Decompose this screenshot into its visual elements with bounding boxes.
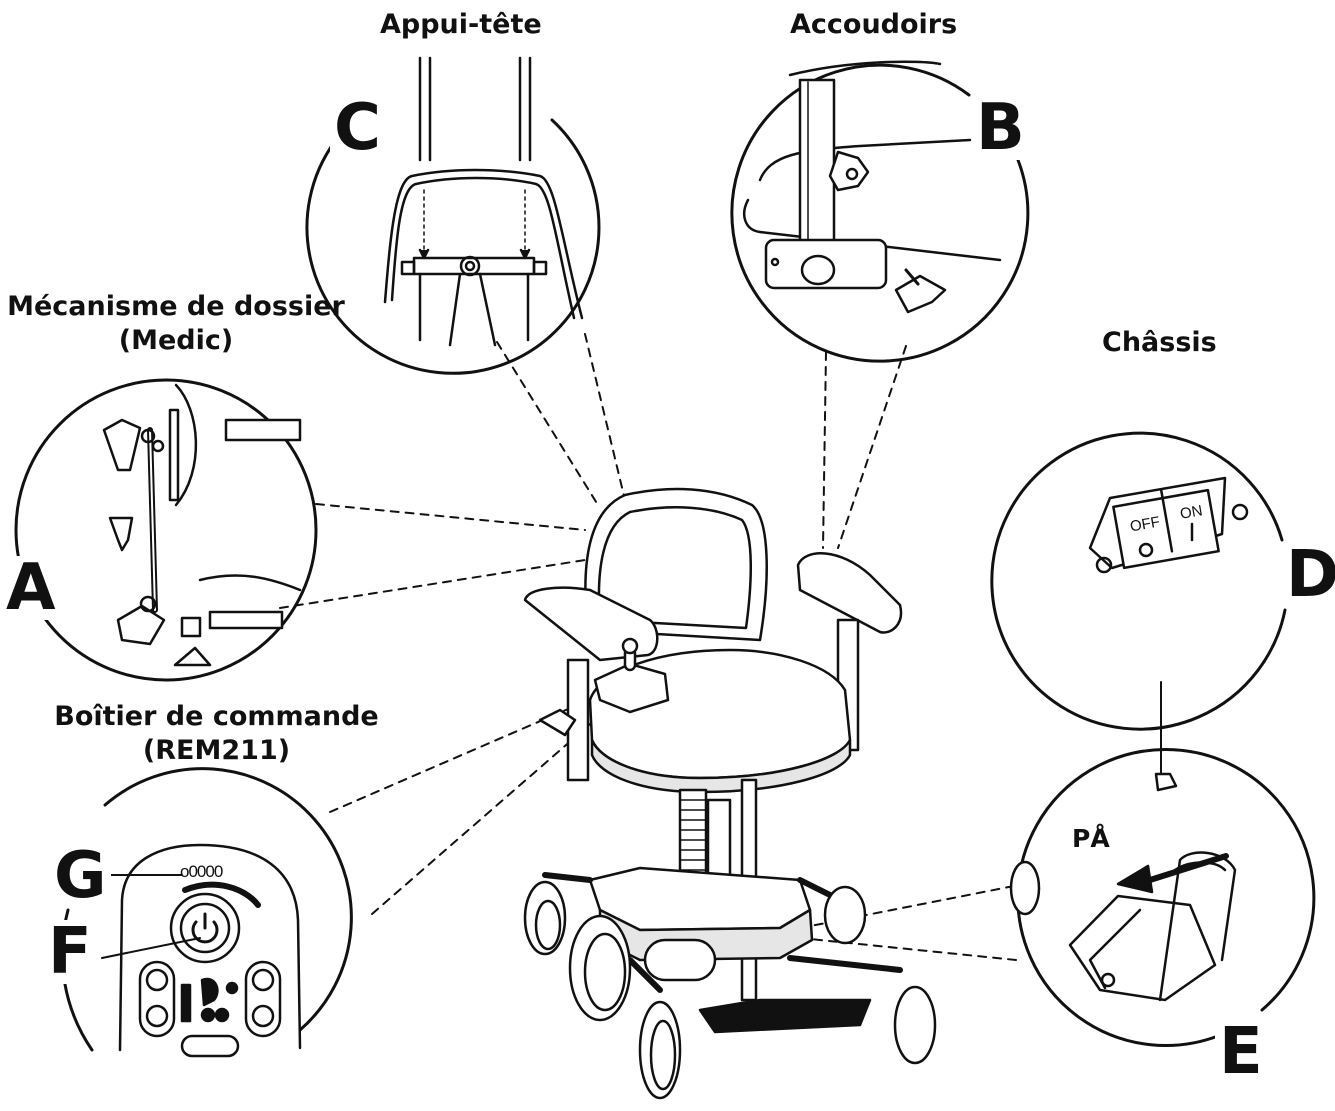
leader-lines (279, 333, 1017, 961)
chassis-label: Châssis (1102, 327, 1217, 358)
backrest-mechanism-detail (14, 378, 318, 682)
armrests-label: Accoudoirs (790, 9, 958, 40)
backrest-mechanism-label-line1: Mécanisme de dossier (7, 291, 345, 322)
control-box-label-line2: (REM211) (142, 735, 291, 766)
armrests-detail (730, 60, 1030, 363)
headrest-label: Appui-tête (380, 9, 542, 40)
lever-direction-label: PÅ (1072, 824, 1110, 853)
callout-c: C (330, 96, 385, 160)
control-box-label: Boîtier de commande (REM211) (44, 700, 389, 768)
control-box-label-line1: Boîtier de commande (54, 701, 379, 732)
battery-indicator-icon: o0000 (180, 862, 223, 881)
callout-b: B (972, 96, 1029, 160)
callout-a: A (2, 556, 60, 620)
backrest-mechanism-label-line2: (Medic) (118, 325, 234, 356)
wheelchair (523, 487, 937, 1100)
callout-g: G (50, 844, 111, 908)
callout-e: E (1215, 1020, 1267, 1084)
chassis-switch-detail (990, 431, 1287, 731)
headrest-detail (305, 56, 601, 375)
lever-detail (1009, 748, 1316, 1047)
control-box-detail (60, 767, 353, 1058)
callout-d: D (1282, 543, 1335, 607)
callout-f: F (44, 920, 96, 984)
backrest-mechanism-label: Mécanisme de dossier (Medic) (6, 290, 346, 358)
